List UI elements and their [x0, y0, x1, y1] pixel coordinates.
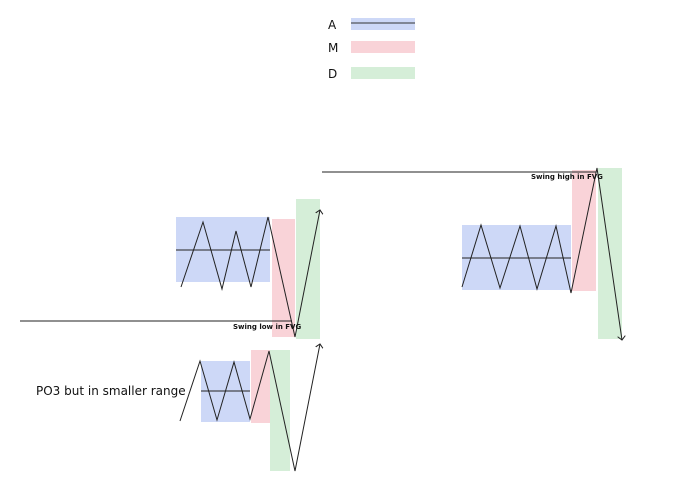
smaller-range-caption: PO3 but in smaller range [36, 384, 186, 398]
legend-swatch-d [351, 67, 415, 79]
swing-low-label: Swing low in FVG [233, 323, 301, 331]
po3-pattern-swing-high: Swing high in FVG [322, 167, 622, 340]
legend-label-m: M [328, 41, 338, 55]
legend-label-d: D [328, 67, 337, 81]
legend-swatch-a [351, 18, 415, 30]
price-path [180, 210, 320, 338]
legend-swatch-m [351, 41, 415, 53]
legend: A M D [328, 18, 415, 81]
legend-label-a: A [328, 18, 337, 32]
manipulation-zone [272, 219, 295, 337]
po3-pattern-smaller-range: PO3 but in smaller range [36, 344, 320, 472]
price-path [461, 167, 622, 340]
po3-pattern-swing-low: Swing low in FVG [20, 199, 320, 339]
manipulation-zone [251, 350, 270, 423]
price-path [179, 344, 320, 472]
swing-high-label: Swing high in FVG [531, 173, 603, 181]
